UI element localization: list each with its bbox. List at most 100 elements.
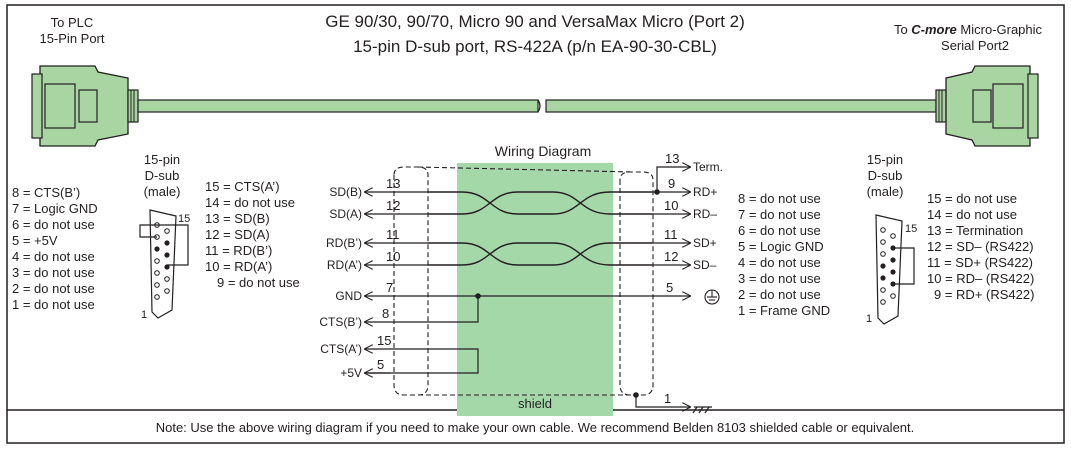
left-pin-label: 6 = do not use <box>12 217 95 232</box>
left-pin-label: 11 = RD(B’) <box>205 243 272 258</box>
left-signal-names: SD(B) SD(A) RD(B’) RD(A’) GND CTS(B’) CT… <box>319 185 362 380</box>
left-pin-label: 2 = do not use <box>12 281 95 296</box>
wiring-diagram-title: Wiring Diagram <box>495 143 591 159</box>
right-pinout-col2: 15 = do not use 14 = do not use 13 = Ter… <box>927 191 1034 302</box>
footer-note: Note: Use the above wiring diagram if yo… <box>156 420 915 435</box>
right-connector-title-line3: (male) <box>867 184 904 199</box>
right-end-label-line2: Serial Port2 <box>941 38 1009 53</box>
right-pin-label: 3 = do not use <box>738 271 821 286</box>
wire-pin-number: 12 <box>664 249 678 264</box>
shield-dashed-top <box>417 166 633 173</box>
wire-pin-number: 10 <box>386 249 400 264</box>
shield-label: shield <box>518 396 552 411</box>
left-pin-label: 1 = do not use <box>12 297 95 312</box>
right-pin-label: 5 = Logic GND <box>738 239 824 254</box>
left-connector-title-line1: 15-pin <box>144 152 180 167</box>
right-pin-label: 1 = Frame GND <box>738 303 830 318</box>
right-connector-title-line1: 15-pin <box>867 152 903 167</box>
right-pinout-col1: 8 = do not use 7 = do not use 6 = do not… <box>738 191 830 318</box>
right-pin-label: 10 = RD– (RS422) <box>927 271 1034 286</box>
right-pin-label: 6 = do not use <box>738 223 821 238</box>
wire-pin-number: 11 <box>386 227 400 242</box>
wire-pin-number: 5 <box>377 357 384 372</box>
right-connector-title-line2: D-sub <box>868 168 903 183</box>
left-pin-label: 5 = +5V <box>12 233 58 248</box>
left-pin-label: 15 = CTS(A’) <box>205 179 280 194</box>
left-connector-title-line2: D-sub <box>145 168 180 183</box>
signal-name: RD+ <box>693 185 717 199</box>
cable-left-segment <box>137 99 539 113</box>
wire-pin-number: 10 <box>664 198 678 213</box>
twisted-pair-sd <box>428 191 652 215</box>
right-pin-label: 11 = SD+ (RS422) <box>927 255 1033 270</box>
signal-name: RD(A’) <box>327 258 362 272</box>
signal-name: SD(B) <box>329 185 362 199</box>
left-connector-title-line3: (male) <box>144 184 181 199</box>
twisted-pair-rd <box>428 242 652 266</box>
wire-pin-number: 15 <box>377 333 391 348</box>
right-pin1-mark: 1 <box>866 313 872 325</box>
left-end-label-line1: To PLC <box>51 15 94 30</box>
signal-name: SD+ <box>693 236 717 250</box>
left-pinout-col2: 15 = CTS(A’) 14 = do not use 13 = SD(B) … <box>205 179 300 290</box>
left-pin-label: 3 = do not use <box>12 265 95 280</box>
frame-ground-symbol <box>692 406 712 414</box>
left-wire-pin-numbers: 13 12 11 10 7 8 15 5 <box>377 176 400 372</box>
right-pin15-mark: 15 <box>905 223 917 235</box>
left-pin-label: 4 = do not use <box>12 249 95 264</box>
left-pinout-col1: 8 = CTS(B’) 7 = Logic GND 6 = do not use… <box>12 185 98 312</box>
cable-illustration <box>31 65 1039 147</box>
left-end-label-line2: 15-Pin Port <box>39 31 104 46</box>
left-pin1-mark: 1 <box>141 309 147 321</box>
signal-name: SD(A) <box>329 207 362 221</box>
shield-dashed-right <box>619 171 654 396</box>
left-dsub-face: 15 1 <box>139 209 190 321</box>
wire-pin-number: 5 <box>666 280 673 295</box>
wire-pin-number: 12 <box>386 198 400 213</box>
left-pin-label: 13 = SD(B) <box>205 211 270 226</box>
term-label: Term. <box>693 160 723 174</box>
diagram-title-line1: GE 90/30, 90/70, Micro 90 and VersaMax M… <box>325 12 745 31</box>
left-pin15-mark: 15 <box>178 213 190 225</box>
left-pin-label: 12 = SD(A) <box>205 227 270 242</box>
right-pin-label: 14 = do not use <box>927 207 1017 222</box>
right-wire-pin-numbers: 13 9 10 11 12 5 1 <box>664 151 679 406</box>
wire-pin-number: 13 <box>665 151 679 166</box>
signal-name: GND <box>335 289 362 303</box>
shield-band <box>457 163 613 416</box>
wire-pin-number: 1 <box>664 391 671 406</box>
right-end-label-line1: To C-more Micro-Graphic <box>894 22 1043 37</box>
right-pin-label: 8 = do not use <box>738 191 821 206</box>
signal-name: RD– <box>693 207 717 221</box>
wire-pin-number: 7 <box>386 280 393 295</box>
signal-name: SD– <box>693 258 717 272</box>
signal-name: RD(B’) <box>326 236 362 250</box>
right-pin-label: 7 = do not use <box>738 207 821 222</box>
right-pin-label: 15 = do not use <box>927 191 1017 206</box>
wiring-schematic: Wiring Diagram shield <box>365 143 720 416</box>
wire-pin-number: 8 <box>382 306 389 321</box>
right-pin-label: 2 = do not use <box>738 287 821 302</box>
right-pin-label: 9 = RD+ (RS422) <box>934 287 1034 302</box>
signal-name: CTS(B’) <box>319 315 362 329</box>
left-pin-label: 8 = CTS(B’) <box>12 185 80 200</box>
wire-pin-number: 13 <box>386 176 400 191</box>
signal-name: +5V <box>340 366 362 380</box>
diagram-title-line2: 15-pin D-sub port, RS-422A (p/n EA-90-30… <box>353 37 717 56</box>
cable-right-segment <box>545 99 937 113</box>
logic-ground-icon <box>704 289 720 305</box>
left-pin-label: 9 = do not use <box>217 275 300 290</box>
shield-dashed-left <box>393 166 429 396</box>
left-pin-label: 7 = Logic GND <box>12 201 98 216</box>
right-pin-label: 4 = do not use <box>738 255 821 270</box>
left-pin-label: 14 = do not use <box>205 195 295 210</box>
right-signal-names: Term. RD+ RD– SD+ SD– <box>693 160 723 272</box>
left-pin-label: 10 = RD(A’) <box>205 259 272 274</box>
right-pin-label: 12 = SD– (RS422) <box>927 239 1034 254</box>
wire-pin-number: 11 <box>664 227 678 242</box>
right-pin-label: 13 = Termination <box>927 223 1023 238</box>
right-dsub-face: 15 1 <box>866 214 917 325</box>
wire-pin-number: 9 <box>668 176 675 191</box>
signal-name: CTS(A’) <box>320 342 362 356</box>
